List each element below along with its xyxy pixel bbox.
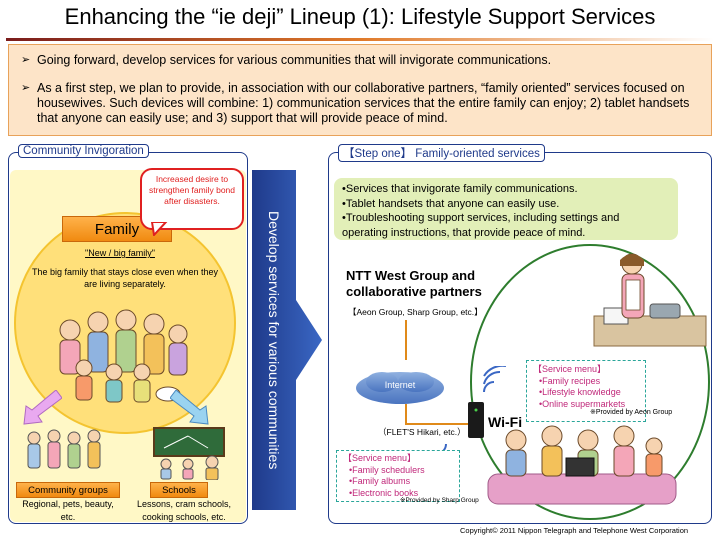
- internet-label: Internet: [384, 380, 416, 390]
- service-line: •Services that invigorate family communi…: [342, 183, 578, 195]
- bullet-arrow-icon: ➢: [21, 54, 31, 66]
- flets-hikari-label: （FLET'S Hikari, etc.）: [378, 427, 466, 437]
- community-group-illustration: [27, 429, 101, 469]
- service-menu-item: •Lifestyle knowledge: [539, 387, 621, 397]
- service-menu-heading: 【Service menu】: [533, 364, 607, 374]
- ntt-partners-list: 【Aeon Group, Sharp Group, etc.】: [348, 307, 483, 317]
- wifi-label: Wi-Fi: [488, 414, 523, 430]
- household-circle: [470, 244, 710, 520]
- internet-cloud-icon: [356, 372, 444, 404]
- school-illustration: [153, 427, 225, 480]
- service-menu-item: •Electronic books: [349, 487, 419, 498]
- schools-description: Lessons, cram schools, cooking schools, …: [136, 499, 232, 522]
- service-line: •Tablet handsets that anyone can easily …: [342, 197, 560, 210]
- arrow-to-community-icon: [23, 390, 62, 425]
- intro-bullet-2: ➢ As a first step, we plan to provide, i…: [21, 81, 701, 126]
- kitchen-housewife-illustration: [593, 253, 707, 347]
- aeon-provider-note: ※Provided by Aeon Group: [590, 409, 673, 416]
- sharp-provider-note: ※Provided by Sharp Group: [400, 497, 479, 504]
- community-groups-description: Regional, pets, beauty, etc.: [22, 499, 114, 522]
- community-panel-label: Community Invigoration: [18, 144, 149, 158]
- family-subtitle: "New / big family": [85, 248, 155, 258]
- wifi-router-icon: [468, 402, 484, 438]
- arrow-to-schools-icon: [170, 390, 209, 425]
- service-menu-item: •Online supermarkets: [539, 398, 626, 409]
- title-divider: [6, 38, 714, 41]
- intro-bullet-1-text: Going forward, develop services for vari…: [37, 53, 552, 67]
- intro-bullet-2-text: As a first step, we plan to provide, in …: [37, 81, 690, 125]
- page-title: Enhancing the “ie deji” Lineup (1): Life…: [64, 4, 656, 29]
- service-menu-item: •Family recipes: [539, 375, 601, 386]
- develop-services-arrow-icon: [252, 170, 322, 510]
- callout-tail-icon: [150, 222, 168, 236]
- community-groups-label: Community groups: [16, 482, 120, 498]
- service-menu-aeon: 【Service menu】 •Family recipes •Lifestyl…: [526, 360, 646, 422]
- service-line: operating instructions, that provide pea…: [342, 226, 586, 239]
- service-menu-item: •Family albums: [349, 476, 411, 486]
- disaster-callout: Increased desire to strengthen family bo…: [140, 168, 244, 230]
- family-description: The big family that stays close even whe…: [31, 267, 219, 289]
- service-menu-heading: 【Service menu】: [343, 453, 417, 463]
- family-on-couch-illustration: [487, 425, 677, 505]
- services-summary-box: •Services that invigorate family communi…: [334, 178, 678, 240]
- service-menu-item: •Family schedulers: [349, 464, 425, 475]
- develop-services-text: Develop services for various communities: [266, 210, 282, 470]
- wifi-signal-icon: [483, 366, 506, 393]
- bullet-arrow-icon: ➢: [21, 82, 31, 94]
- intro-box: ➢ Going forward, develop services for va…: [8, 44, 712, 136]
- service-menu-sharp: 【Service menu】 •Family schedulers •Famil…: [336, 450, 460, 502]
- ntt-west-group-title: NTT West Group and collaborative partner…: [346, 268, 482, 299]
- copyright-notice: Copyright© 2011 Nippon Telegraph and Tel…: [460, 526, 689, 535]
- intro-bullet-1: ➢ Going forward, develop services for va…: [21, 53, 701, 68]
- schools-label: Schools: [150, 482, 208, 498]
- big-family-illustration: [59, 309, 188, 403]
- service-line: •Troubleshooting support services, inclu…: [342, 212, 620, 224]
- step-one-panel-label: 【Step one】 Family-oriented services: [338, 144, 545, 162]
